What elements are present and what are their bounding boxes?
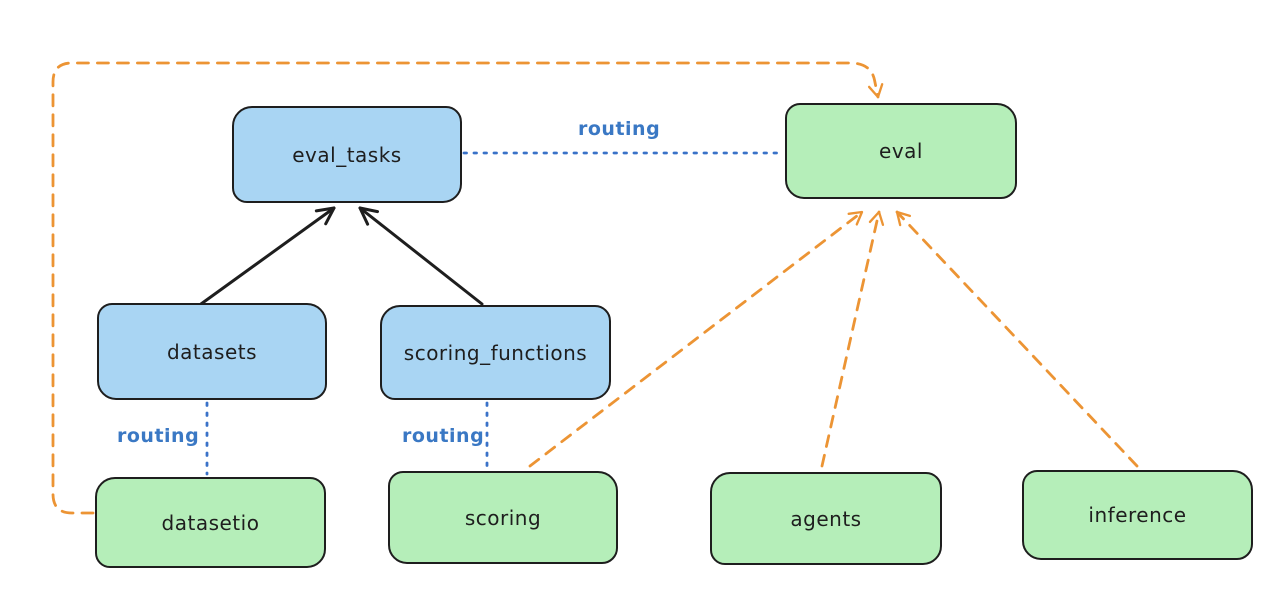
edge-scoring-functions-to-eval-tasks-arrow bbox=[358, 206, 484, 306]
edge-scoring-to-eval-dashed-arrow bbox=[528, 210, 864, 468]
node-eval-tasks: eval_tasks bbox=[232, 106, 462, 203]
node-eval-label: eval bbox=[879, 139, 923, 163]
node-eval: eval bbox=[785, 103, 1017, 199]
edge-label-routing-eval-tasks-eval: routing bbox=[578, 118, 661, 140]
edge-datasetio-to-eval-dashed-elbow-arrow bbox=[51, 61, 884, 515]
edge-datasets-to-eval-tasks-arrow bbox=[199, 206, 336, 306]
edge-inference-to-eval-dashed-arrow bbox=[895, 210, 1139, 468]
edge-agents-to-eval-dashed-arrow bbox=[820, 210, 885, 468]
node-datasets: datasets bbox=[97, 303, 327, 400]
node-datasetio-label: datasetio bbox=[161, 510, 260, 535]
edge-label-routing-scoring-functions-scoring: routing bbox=[402, 425, 485, 447]
node-datasetio: datasetio bbox=[95, 477, 326, 568]
node-scoring-functions: scoring_functions bbox=[380, 305, 611, 400]
node-inference: inference bbox=[1022, 470, 1253, 560]
edge-label-routing-datasets-datasetio: routing bbox=[117, 425, 200, 447]
node-agents: agents bbox=[710, 472, 942, 565]
node-scoring-functions-label: scoring_functions bbox=[403, 340, 588, 365]
node-scoring-label: scoring bbox=[464, 505, 542, 530]
node-scoring: scoring bbox=[388, 471, 618, 564]
node-agents-label: agents bbox=[790, 506, 862, 531]
node-eval-tasks-label: eval_tasks bbox=[292, 142, 402, 167]
node-inference-label: inference bbox=[1088, 503, 1187, 527]
node-datasets-label: datasets bbox=[166, 339, 258, 364]
